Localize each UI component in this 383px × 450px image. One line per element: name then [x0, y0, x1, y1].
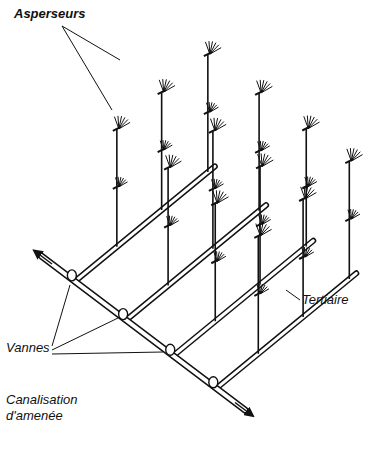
sprinkler-head [302, 185, 310, 189]
lateral-pipe-inner [173, 241, 313, 356]
sprinkler-head [255, 149, 263, 153]
pipes [40, 166, 356, 410]
sprinkler-head [113, 185, 121, 189]
part-label: Vannes [6, 340, 66, 356]
sprinkler-head [256, 164, 264, 168]
flow-arrow [235, 403, 253, 417]
sprinkler-head [158, 148, 166, 152]
leader-line [52, 352, 163, 354]
spray-stroke [210, 119, 214, 131]
leader-line [62, 26, 112, 110]
part-label: Canalisation d'amenée [6, 392, 98, 423]
leader-line [286, 290, 300, 300]
supply-pipe [40, 255, 245, 410]
sprinkler-head [164, 166, 172, 170]
sprinkler-head [204, 52, 212, 56]
sprinkler-head [255, 91, 263, 95]
lateral-pipe [216, 273, 356, 388]
lateral-pipe-inner [216, 273, 356, 388]
spray-stroke [213, 191, 217, 203]
spray-stroke [301, 187, 305, 199]
sprinkler-head [211, 259, 219, 263]
spray-stroke [205, 42, 209, 54]
valve-symbol [166, 344, 175, 355]
spray-stroke [304, 116, 308, 128]
sprinkler-head [254, 234, 262, 238]
leader-line [52, 285, 70, 346]
leader-line [52, 318, 118, 350]
flow-arrow [34, 251, 52, 265]
sprinkler-head [345, 159, 353, 163]
lateral-pipe [126, 205, 266, 320]
part-label: Tertiaire [302, 292, 372, 308]
spray-stroke [347, 149, 351, 161]
spray-stroke [114, 117, 118, 129]
valve-symbol [209, 377, 218, 388]
sprinkler-head [345, 217, 353, 221]
spray-stroke [258, 154, 262, 166]
sprinkler-head [164, 224, 172, 228]
valve-symbol [67, 270, 76, 281]
sprinkler-head [113, 127, 121, 131]
riser-pipe [259, 166, 261, 284]
part-label: Asperseurs [14, 6, 114, 22]
spray-stroke [166, 155, 170, 167]
spray-stroke [256, 224, 260, 236]
sprinkler-head [158, 90, 166, 94]
lateral-pipe [173, 241, 313, 356]
lateral-pipe-inner [126, 205, 266, 320]
leader-line [62, 26, 120, 60]
sprinkler-head [299, 255, 307, 259]
valve-symbol [119, 309, 128, 320]
sprinkler-head [209, 187, 217, 191]
sprinkler-head [209, 129, 217, 133]
spray-stroke [257, 81, 261, 93]
sprinkler-head [254, 292, 262, 296]
supply-pipe-inner [40, 255, 245, 410]
sprinkler-head [302, 127, 310, 131]
spray-stroke [159, 80, 163, 92]
sprinkler-head [299, 197, 307, 201]
sprinkler-head [211, 201, 219, 205]
sprinkler-head [204, 110, 212, 114]
